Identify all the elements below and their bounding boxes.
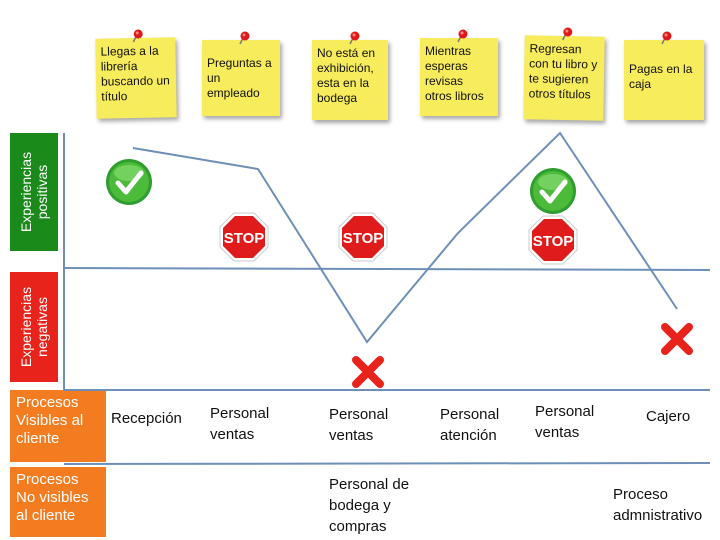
stop-sign-icon: STOP xyxy=(528,215,578,265)
stop-sign-icon: STOP xyxy=(338,212,388,262)
check-icon xyxy=(106,159,152,205)
sticky-note-5: Regresan con tu libro y te sugieren otro… xyxy=(523,27,605,121)
hidden-process-3: Personal de bodega y compras xyxy=(329,476,410,535)
pushpin-icon xyxy=(561,27,573,41)
visible-process-1: Recepción xyxy=(111,410,182,427)
sticky-note-6: Pagas en la caja xyxy=(624,31,704,120)
visible-process-5: Personal ventas xyxy=(535,403,595,441)
visible-processes-label: Procesos Visibles al cliente xyxy=(10,390,106,462)
visible-process-4: Personal atención xyxy=(440,406,500,444)
cross-icon xyxy=(352,356,384,388)
pushpin-icon xyxy=(349,31,360,45)
sticky-note-1: Llegas a la librería buscando un título xyxy=(95,29,177,119)
stop-sign-text: STOP xyxy=(224,230,265,247)
pushpin-icon xyxy=(457,29,468,43)
hidden-processes-label: Procesos No visibles al cliente xyxy=(10,467,106,537)
stop-sign-text: STOP xyxy=(533,233,574,250)
pushpin-icon xyxy=(661,31,672,45)
positive-experiences-label: Experiencias positivas xyxy=(10,133,58,251)
experience-curve xyxy=(132,131,678,344)
check-icon xyxy=(530,168,576,214)
sticky-note-4: Mientras esperas revisas otros libros xyxy=(420,29,498,116)
divider-visible-hidden xyxy=(63,462,711,465)
sticky-note-text: Preguntas a un empleado xyxy=(207,56,272,100)
sticky-note-text: Pagas en la caja xyxy=(629,62,693,91)
hidden-process-6: Proceso admnistrativo xyxy=(613,486,703,524)
visible-process-6: Cajero xyxy=(646,408,691,425)
visible-process-3: Personal ventas xyxy=(329,406,389,444)
stop-sign-text: STOP xyxy=(343,230,384,247)
pushpin-icon xyxy=(239,31,250,45)
divider-positive-negative xyxy=(63,267,711,271)
pushpin-icon xyxy=(132,29,143,43)
stop-sign-icon: STOP xyxy=(219,212,269,262)
cross-icon xyxy=(661,323,693,355)
sticky-note-text: Mientras esperas revisas otros libros xyxy=(425,44,484,103)
visible-process-2: Personal ventas xyxy=(210,405,270,443)
sticky-note-3: No está en exhibición, esta en la bodega xyxy=(312,31,388,120)
negative-experiences-label: Experiencias negativas xyxy=(10,272,58,382)
sticky-note-2: Preguntas a un empleado xyxy=(202,31,280,116)
sticky-note-text: No está en exhibición, esta en la bodega xyxy=(317,46,376,105)
